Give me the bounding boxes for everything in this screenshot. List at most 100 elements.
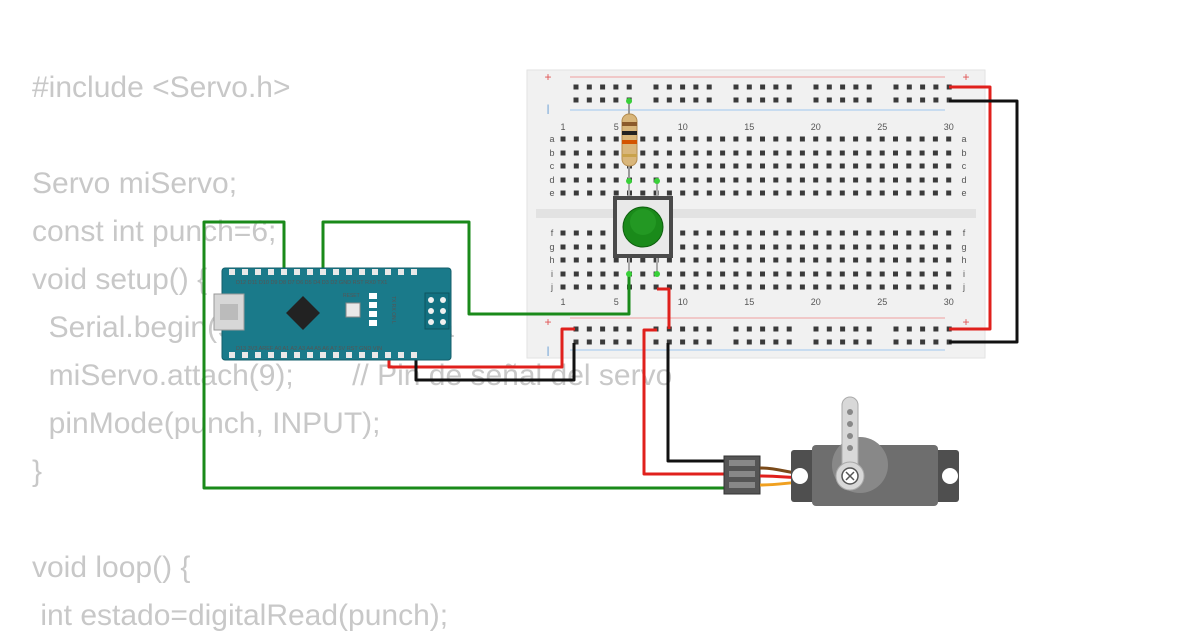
breadboard-hole [879, 136, 885, 142]
breadboard-hole [706, 271, 712, 277]
breadboard-hole [813, 244, 819, 250]
rail-hole [693, 97, 699, 103]
rail-hole [706, 326, 712, 332]
breadboard-hole [733, 136, 739, 142]
rail-hole [586, 326, 592, 332]
breadboard-hole [932, 230, 938, 236]
breadboard-hole [786, 284, 792, 290]
breadboard-hole [932, 177, 938, 183]
column-number-bottom: 10 [678, 297, 688, 307]
servo-horn-hole-4 [847, 445, 853, 451]
breadboard-hole [666, 284, 672, 290]
breadboard-hole [693, 257, 699, 263]
breadboard-hole [613, 177, 619, 183]
wire-servo-ground [666, 343, 728, 463]
row-letter-right: b [961, 148, 966, 158]
breadboard-hole [720, 190, 726, 196]
breadboard-hole [773, 271, 779, 277]
reset-button[interactable] [345, 302, 361, 318]
breadboard-hole [932, 150, 938, 156]
arduino-header-pin [411, 352, 417, 358]
breadboard-hole [760, 177, 765, 183]
breadboard-hole [946, 230, 952, 236]
breadboard-hole [866, 190, 872, 196]
row-letter-right: e [961, 188, 966, 198]
breadboard-hole [866, 163, 872, 169]
rail-hole [920, 326, 926, 332]
breadboard-hole [613, 136, 619, 142]
arduino-header-pin [411, 269, 417, 275]
column-number-top: 20 [811, 122, 821, 132]
breadboard-hole [853, 190, 859, 196]
breadboard-hole [573, 136, 579, 142]
breadboard-hole [799, 177, 805, 183]
breadboard-hole [640, 271, 646, 277]
breadboard-hole [932, 244, 938, 250]
breadboard-hole [786, 150, 792, 156]
breadboard-hole [813, 163, 819, 169]
breadboard-hole [813, 230, 819, 236]
row-letter-right: i [963, 269, 965, 279]
arduino-header-pin [333, 352, 339, 358]
breadboard-hole [613, 284, 619, 290]
breadboard-hole [906, 244, 912, 250]
breadboard-hole [720, 150, 726, 156]
breadboard-hole [919, 190, 925, 196]
breadboard-hole [666, 136, 672, 142]
breadboard-hole [773, 257, 779, 263]
breadboard-hole [906, 177, 912, 183]
breadboard-hole [839, 136, 845, 142]
rail-hole [680, 326, 686, 332]
breadboard-hole [799, 271, 805, 277]
breadboard-hole [680, 177, 686, 183]
breadboard-hole [680, 190, 686, 196]
servo-mount-hole-right [942, 468, 958, 484]
column-number-top: 5 [614, 122, 619, 132]
button-cap-highlight [630, 209, 656, 235]
arduino-pin-headers [229, 269, 417, 358]
rail-hole [920, 97, 926, 103]
row-letter-right: g [961, 242, 966, 252]
rail-hole [786, 326, 792, 332]
breadboard-hole [866, 257, 872, 263]
breadboard-hole [879, 190, 885, 196]
rail-hole [853, 339, 859, 345]
breadboard-hole [866, 244, 872, 250]
breadboard-hole [573, 271, 579, 277]
rail-hole [573, 97, 579, 103]
breadboard-hole [786, 136, 792, 142]
breadboard-hole [640, 150, 646, 156]
breadboard-hole [906, 257, 912, 263]
breadboard-hole [879, 284, 885, 290]
rail-hole [826, 339, 832, 345]
arduino-header-pin [320, 269, 326, 275]
rail-hole [866, 339, 872, 345]
breadboard-hole [799, 190, 805, 196]
breadboard-hole [693, 150, 699, 156]
push-button[interactable] [613, 178, 673, 277]
breadboard-hole [587, 177, 593, 183]
breadboard-hole [839, 163, 845, 169]
breadboard-hole [773, 230, 779, 236]
arduino-header-pin [229, 352, 235, 358]
breadboard-hole [573, 284, 579, 290]
rail-hole [773, 84, 779, 90]
breadboard-hole [786, 190, 792, 196]
column-number-top: 15 [744, 122, 754, 132]
servo-mount-hole-left [792, 468, 808, 484]
arduino-header-pin [398, 352, 404, 358]
breadboard-hole [666, 190, 672, 196]
breadboard-hole [693, 284, 699, 290]
breadboard-hole [693, 136, 699, 142]
breadboard-hole [839, 257, 845, 263]
arduino-header-pin [320, 352, 326, 358]
arduino-header-pin [307, 269, 313, 275]
breadboard-hole [706, 136, 712, 142]
breadboard-hole [839, 177, 845, 183]
breadboard-hole [799, 257, 805, 263]
rail-hole [826, 326, 832, 332]
breadboard-hole [919, 136, 925, 142]
rail-hole [933, 326, 939, 332]
rail-hole [826, 97, 832, 103]
